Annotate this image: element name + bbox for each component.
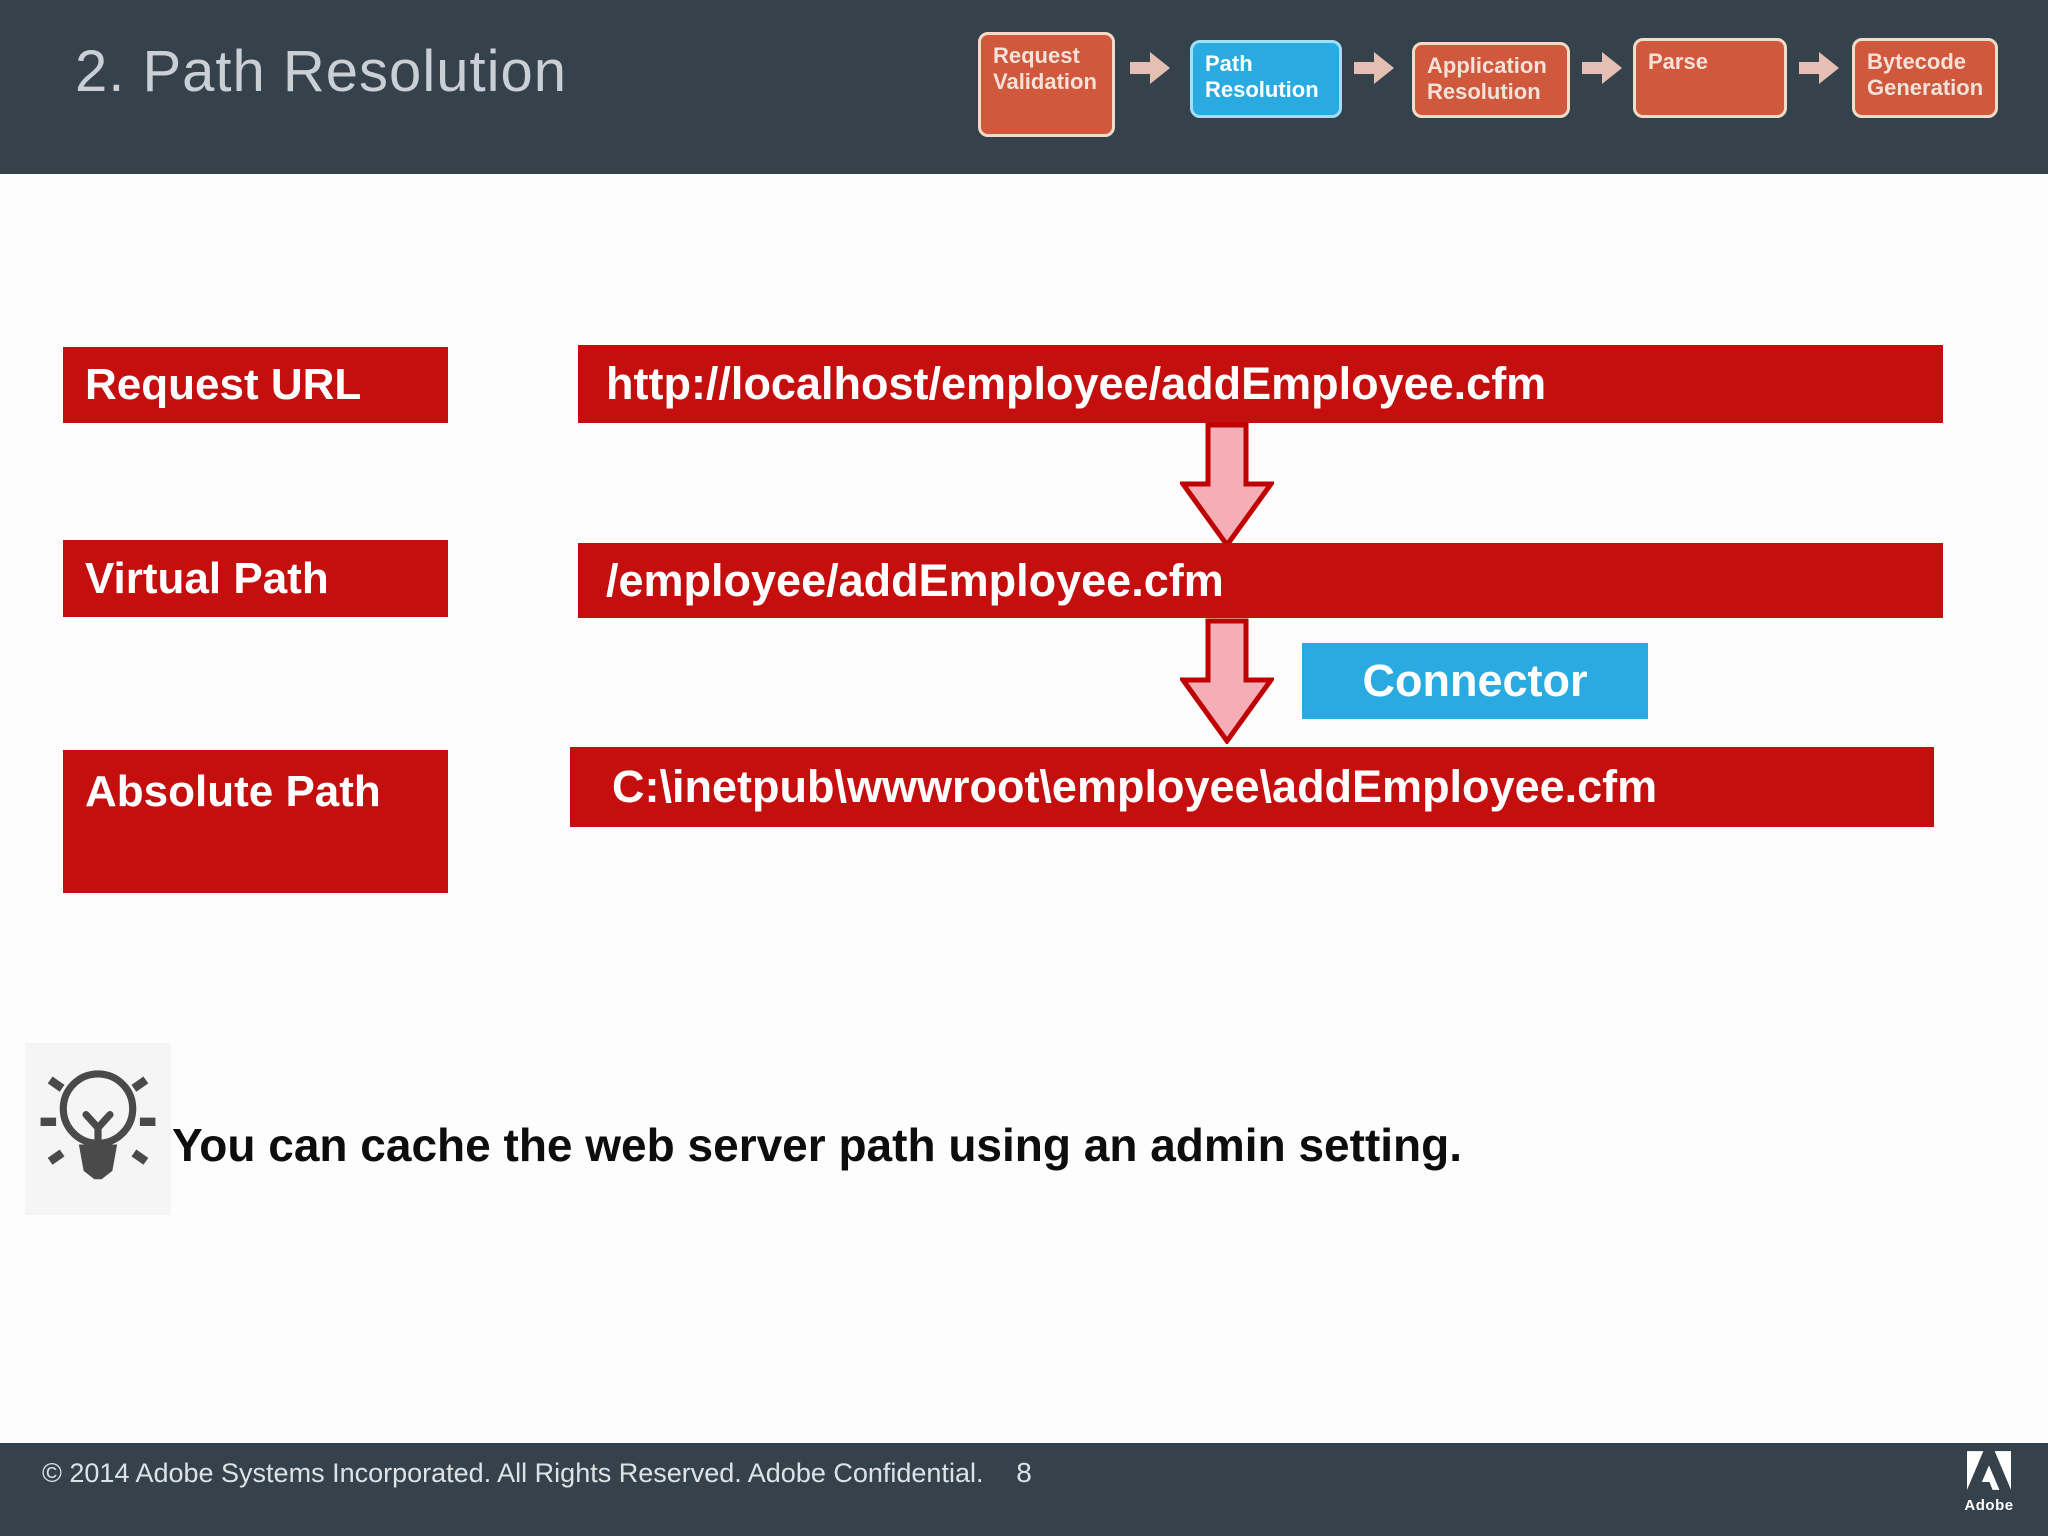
request-url-value: http://localhost/employee/addEmployee.cf… [578,345,1943,423]
pipeline-step-application-resolution: Application Resolution [1412,42,1570,118]
adobe-wordmark: Adobe [1964,1497,2014,1514]
flow-right-arrow-icon [1130,52,1170,84]
header-bar: 2. Path Resolution Request Validation Pa… [0,0,2048,174]
pipeline-step-bytecode-generation: Bytecode Generation [1852,38,1998,118]
adobe-logo: Adobe [1954,1451,2024,1514]
down-arrow-icon [1180,422,1274,548]
virtual-path-label: Virtual Path [63,540,448,617]
flow-right-arrow-icon [1799,52,1839,84]
absolute-path-value: C:\inetpub\wwwroot\employee\addEmployee.… [570,747,1934,827]
flow-right-arrow-icon [1354,52,1394,84]
pipeline-step-request-validation: Request Validation [978,32,1115,137]
connector-badge: Connector [1302,643,1648,719]
adobe-a-icon [1967,1451,2011,1490]
tip-text: You can cache the web server path using … [172,1119,1463,1171]
page-number: 8 [1016,1457,1032,1488]
down-arrow-icon [1180,618,1274,744]
footer-bar: © 2014 Adobe Systems Incorporated. All R… [0,1443,2048,1536]
pipeline-step-parse: Parse [1633,38,1787,118]
request-url-label: Request URL [63,347,448,423]
lightbulb-icon [25,1043,171,1215]
virtual-path-value: /employee/addEmployee.cfm [578,543,1943,618]
flow-right-arrow-icon [1582,52,1622,84]
page-title: 2. Path Resolution [75,39,567,104]
copyright-text: © 2014 Adobe Systems Incorporated. All R… [42,1458,984,1488]
pipeline-step-path-resolution: Path Resolution [1190,40,1342,118]
absolute-path-label: Absolute Path [63,750,448,893]
